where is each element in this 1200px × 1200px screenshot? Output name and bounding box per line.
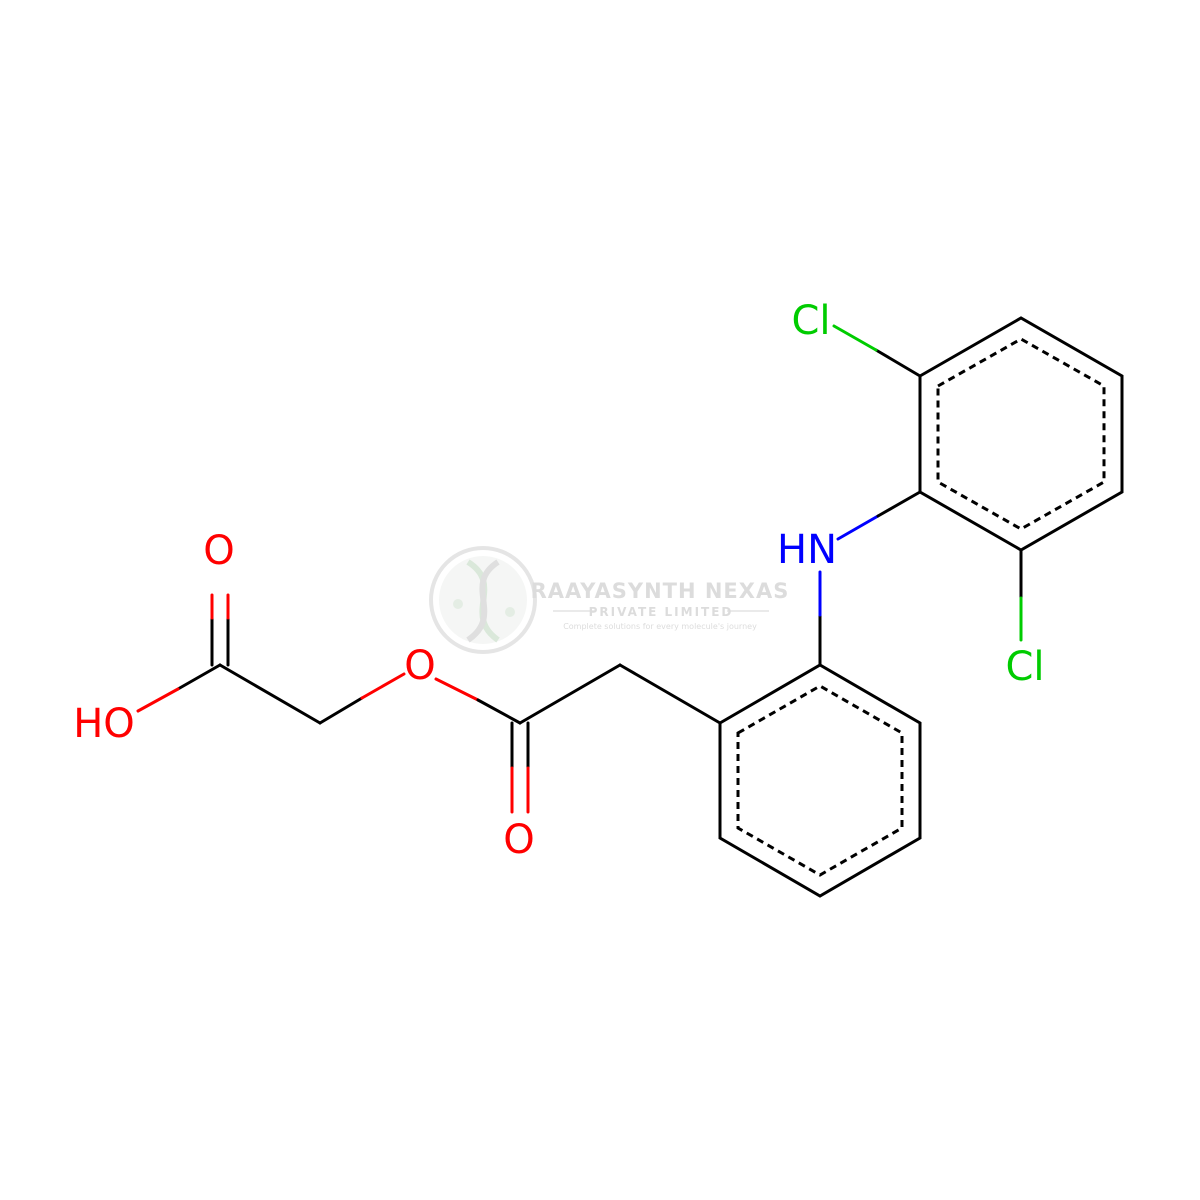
bond-n-ring-blue — [836, 514, 880, 541]
bond-ring-cl-top-green — [832, 324, 878, 352]
atom-carbonyl-oxygen-acid: O — [203, 528, 234, 574]
atom-ester-oxygen: O — [404, 643, 435, 689]
atom-labels: O HO O O HN Cl Cl — [73, 298, 1044, 863]
bond-ch2-o-red — [360, 672, 406, 700]
watermark-subtitle: PRIVATE LIMITED — [589, 605, 734, 619]
benzene-ring-lower-aromatic — [736, 684, 904, 877]
watermark-company-name: RAAYASYNTH NEXAS — [531, 579, 790, 603]
benzene-ring-upper — [918, 316, 1124, 552]
bond-acid-c-ch2 — [218, 663, 322, 725]
bond-acid-c-oh — [176, 663, 222, 691]
bond-ester-ch2 — [518, 663, 622, 725]
benzene-ring-lower — [718, 663, 922, 898]
atom-chlorine-top: Cl — [791, 298, 830, 344]
bond-o-ester-red — [434, 677, 480, 702]
atom-hydroxyl: HO — [73, 701, 135, 747]
atom-chlorine-bottom: Cl — [1005, 644, 1044, 690]
bond-o-ester — [476, 698, 522, 725]
bond-acid-c-oh-red — [136, 687, 180, 713]
atom-amine-nitrogen: HN — [777, 527, 837, 573]
benzene-ring-upper-aromatic — [936, 337, 1106, 531]
bonds — [136, 316, 1124, 898]
bond-ch2-o — [318, 696, 364, 725]
bond-n-ring — [876, 490, 922, 518]
bond-ch2-ring — [618, 663, 722, 725]
dna-helix-logo-icon — [429, 546, 537, 654]
atom-carbonyl-oxygen-ester: O — [503, 817, 534, 863]
watermark: RAAYASYNTH NEXAS PRIVATE LIMITED Complet… — [429, 546, 790, 654]
bond-ring-cl-top — [874, 348, 922, 378]
watermark-tagline: Complete solutions for every molecule's … — [563, 622, 757, 631]
